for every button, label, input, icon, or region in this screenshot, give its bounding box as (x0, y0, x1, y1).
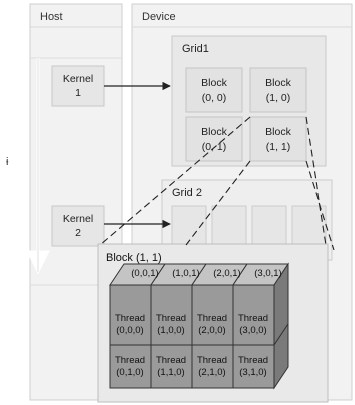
device-label: Device (142, 11, 176, 23)
kernel-1-label-line2: 1 (75, 87, 81, 99)
thread-2-0-0-name: Thread (197, 313, 227, 324)
grid-1: Grid1 Block (0, 0) Block (1, 0) Block (0… (171, 35, 327, 167)
cube-front-labels: Thread (0,0,0) Thread (1,0,0) Thread (2,… (115, 313, 268, 378)
thread-1-1-0-coord: (1,1,0) (157, 367, 184, 378)
thread-cube: (0,0,1) (1,0,1) (2,0,1) (3,0,1) Thread (… (109, 262, 289, 390)
thread-0-1-0-coord: (0,1,0) (116, 367, 143, 378)
thread-label-2-0-1: (2,0,1) (213, 268, 240, 279)
thread-0-0-0-coord: (0,0,0) (116, 325, 143, 336)
thread-3-1-0-coord: (3,1,0) (239, 367, 266, 378)
grid-2-cell (211, 205, 247, 251)
thread-3-0-0-coord: (3,0,0) (239, 325, 266, 336)
kernel-1-box: Kernel 1 (51, 65, 105, 107)
block-1-1-coord: (1, 1) (266, 141, 291, 153)
thread-label-0-0-1: (0,0,1) (131, 268, 158, 279)
grid-1-block-0-0: Block (0, 0) (185, 67, 243, 113)
thread-1-0-0-coord: (1,0,0) (157, 325, 184, 336)
block-1-0-coord: (1, 0) (266, 92, 291, 104)
thread-1-0-0-name: Thread (156, 313, 186, 324)
block-0-1-name: Block (201, 126, 227, 138)
grid-2-cell (291, 205, 327, 251)
thread-1-1-0-name: Thread (156, 355, 186, 366)
kernel-2-label-line2: 2 (75, 227, 81, 239)
thread-2-1-0-name: Thread (197, 355, 227, 366)
kernel-1-label-line1: Kernel (63, 73, 93, 85)
thread-2-1-0-coord: (2,1,0) (198, 367, 225, 378)
cube-front-faces (109, 284, 275, 389)
cube-top-faces (109, 263, 289, 286)
block-1-0-name: Block (265, 77, 291, 89)
grid-2-cell (171, 205, 207, 251)
stray-mark: ɨ (6, 156, 9, 168)
grid-1-block-1-1: Block (1, 1) (249, 116, 307, 162)
kernel-2-box: Kernel 2 (51, 205, 105, 247)
thread-label-3-0-1: (3,0,1) (254, 268, 281, 279)
thread-3-0-0-name: Thread (238, 313, 268, 324)
kernel-2-label-line1: Kernel (63, 213, 93, 225)
cube-side-faces (273, 262, 289, 390)
host-label: Host (40, 11, 63, 23)
block-detail-label: Block (1, 1) (106, 252, 162, 264)
grid-2-label: Grid 2 (172, 187, 202, 199)
thread-0-0-0-name: Thread (115, 313, 145, 324)
block-1-1-name: Block (265, 126, 291, 138)
thread-2-0-0-coord: (2,0,0) (198, 325, 225, 336)
thread-label-1-0-1: (1,0,1) (172, 268, 199, 279)
thread-3-1-0-name: Thread (238, 355, 268, 366)
grid-2-cell (251, 205, 287, 251)
grid-1-label: Grid1 (182, 43, 209, 55)
cube-top-labels: (0,0,1) (1,0,1) (2,0,1) (3,0,1) (131, 268, 281, 279)
zoom-lines (99, 116, 335, 251)
grid-1-block-1-0: Block (1, 0) (249, 67, 307, 113)
grid-1-block-0-1: Block (0, 1) (185, 116, 243, 162)
block-0-0-coord: (0, 0) (202, 92, 227, 104)
thread-0-1-0-name: Thread (115, 355, 145, 366)
block-0-0-name: Block (201, 77, 227, 89)
